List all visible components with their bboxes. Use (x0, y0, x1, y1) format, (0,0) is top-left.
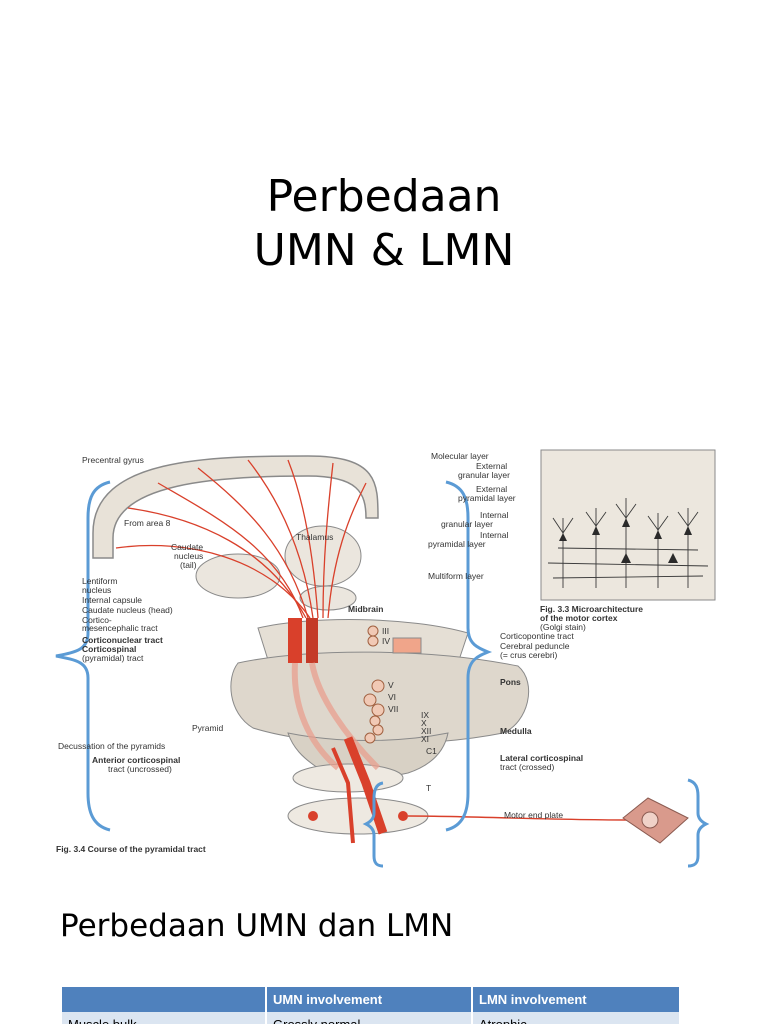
table-header-lmn: LMN involvement (472, 987, 680, 1012)
label-corticospinal-1: Corticospinal (82, 644, 136, 654)
label-iv: IV (382, 636, 390, 646)
slide-title-line-1: Perbedaan (266, 171, 502, 222)
label-caudate-tail-2: nucleus (174, 551, 203, 561)
slide-title: Perbedaan UMN & LMN (0, 170, 768, 278)
lmn-right-brace (687, 778, 710, 868)
label-t: T (426, 783, 431, 793)
caudate-head-shape (299, 585, 357, 611)
golgi-somata (559, 518, 692, 563)
label-pyramid: Pyramid (192, 723, 223, 733)
label-xi: XI (421, 734, 429, 744)
label-vi: VI (388, 692, 396, 702)
anterior-horn-left (308, 811, 318, 821)
label-fig-3-4: Fig. 3.4 Course of the pyramidal tract (56, 844, 206, 854)
figure-labels: Precentral gyrus From area 8 Caudate nuc… (56, 451, 643, 854)
label-fig-3-3-3: (Golgi stain) (540, 622, 586, 632)
label-vii: VII (388, 704, 398, 714)
lentiform-shape (195, 553, 281, 599)
table-cell-lmn: Atrophic (472, 1012, 680, 1024)
label-multiform-layer: Multiform layer (428, 571, 484, 581)
label-int-granular-2: granular layer (441, 519, 493, 529)
label-motor-end-plate: Motor end plate (504, 810, 563, 820)
corticospinal-bundle-right (306, 618, 318, 663)
pyramidal-tract-illustration: Precentral gyrus From area 8 Caudate nuc… (55, 449, 716, 868)
label-int-pyramidal-1: Internal (480, 530, 508, 540)
umn-right-brace (445, 480, 493, 832)
corticospinal-bundle-left (288, 618, 302, 663)
section-heading: Perbedaan UMN dan LMN (60, 908, 454, 944)
motor-end-plate-shape (641, 811, 659, 829)
lateral-corticospinal-tract (343, 736, 388, 835)
anterior-horn-right (398, 811, 408, 821)
label-lateral-cst-1: Lateral corticospinal (500, 753, 583, 763)
label-iii: III (382, 626, 389, 636)
label-thalamus: Thalamus (296, 532, 333, 542)
label-ix: IX (421, 710, 429, 720)
slide-title-line-2: UMN & LMN (253, 225, 515, 276)
label-corticospinal-2: (pyramidal) tract (82, 653, 144, 663)
label-cerebral-peduncle-2: (= crus cerebri) (500, 650, 558, 660)
corticospinal-fibers (115, 459, 367, 619)
comparison-table-wrapper: UMN involvement LMN involvement Muscle b… (62, 987, 680, 1024)
label-lentiform-2: nucleus (82, 585, 111, 595)
table-row: Muscle bulk Grossly normal Atrophic (62, 1012, 680, 1024)
label-fig-3-3-2: of the motor cortex (540, 613, 618, 623)
label-caudate-head: Caudate nucleus (head) (82, 605, 173, 615)
label-corticonuclear: Corticonuclear tract (82, 635, 163, 645)
label-int-granular-1: Internal (480, 510, 508, 520)
table-header-umn: UMN involvement (266, 987, 473, 1012)
label-cortico-mes-1: Cortico- (82, 615, 112, 625)
lmn-left-brace (362, 781, 384, 868)
label-caudate-tail-1: Caudate (171, 542, 203, 552)
descending-fibers (291, 662, 381, 771)
label-lateral-cst-2: tract (crossed) (500, 762, 554, 772)
label-ext-pyramidal-2: pyramidal layer (458, 493, 516, 503)
label-pons: Pons (500, 677, 521, 687)
cranial-nuclei (363, 625, 385, 744)
golgi-neurons (547, 498, 709, 588)
label-cortico-mes-2: mesencephalic tract (82, 623, 158, 633)
label-anterior-cst-2: tract (uncrossed) (108, 764, 172, 774)
umn-left-brace (55, 480, 111, 832)
label-cerebral-peduncle-1: Cerebral peduncle (500, 641, 570, 651)
cerebral-peduncle-marker (392, 637, 422, 654)
label-v: V (388, 680, 394, 690)
pyramidal-tract-figure: Precentral gyrus From area 8 Caudate nuc… (48, 438, 728, 868)
label-anterior-cst-1: Anterior corticospinal (92, 755, 180, 765)
label-internal-capsule: Internal capsule (82, 595, 142, 605)
table-cell-umn: Grossly normal (266, 1012, 473, 1024)
label-caudate-tail-3: (tail) (180, 560, 197, 570)
label-medulla: Medulla (500, 726, 532, 736)
table-cell-feature: Muscle bulk (62, 1012, 267, 1024)
label-x: X (421, 718, 427, 728)
anterior-corticospinal-tract (331, 747, 355, 844)
table-header-feature (62, 987, 267, 1012)
label-precentral-gyrus: Precentral gyrus (82, 455, 144, 465)
label-xii: XII (421, 726, 431, 736)
lmn-axon (407, 815, 634, 821)
label-molecular-layer: Molecular layer (431, 451, 489, 461)
label-corticopontine: Corticopontine tract (500, 631, 574, 641)
label-ext-granular-1: External (476, 461, 507, 471)
label-ext-granular-2: granular layer (458, 470, 510, 480)
label-decussation: Decussation of the pyramids (58, 741, 165, 751)
umn-lmn-comparison-table: UMN involvement LMN involvement Muscle b… (62, 987, 680, 1024)
label-from-area-8: From area 8 (124, 518, 171, 528)
label-fig-3-3-1: Fig. 3.3 Microarchitecture (540, 604, 643, 614)
label-int-pyramidal-2: pyramidal layer (428, 539, 486, 549)
label-c1: C1 (426, 746, 437, 756)
label-lentiform-1: Lentiform (82, 576, 117, 586)
label-midbrain: Midbrain (348, 604, 383, 614)
table-header-row: UMN involvement LMN involvement (62, 987, 680, 1012)
label-ext-pyramidal-1: External (476, 484, 507, 494)
